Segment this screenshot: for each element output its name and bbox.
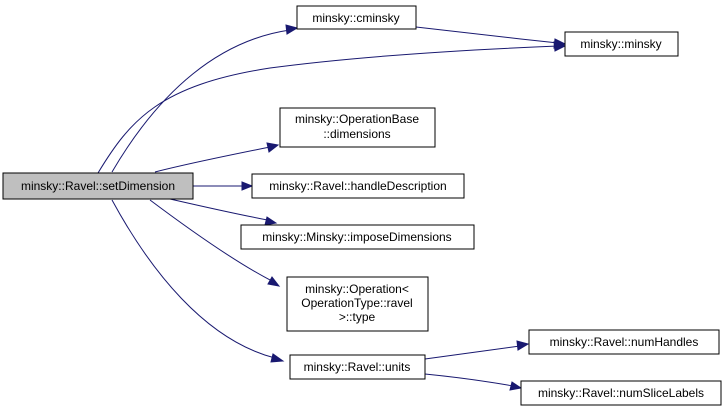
- node-opbase-dimensions[interactable]: minsky::OperationBase ::dimensions: [279, 107, 436, 148]
- node-units[interactable]: minsky::Ravel::units: [289, 354, 426, 380]
- node-units-label: minsky::Ravel::units: [304, 360, 411, 374]
- node-cminsky[interactable]: minsky::cminsky: [296, 5, 417, 30]
- node-handle-description-label: minsky::Ravel::handleDescription: [269, 179, 446, 193]
- node-num-handles-label: minsky::Ravel::numHandles: [550, 335, 699, 349]
- node-operation-type-line2: OperationType::ravel: [301, 296, 412, 310]
- edge-root-to-minsky: [97, 41, 567, 174]
- node-cminsky-label: minsky::cminsky: [312, 11, 399, 25]
- edge-root-to-handle-description: [193, 181, 254, 191]
- edge-units-to-num-slice-labels: [424, 373, 523, 391]
- node-impose-dimensions[interactable]: minsky::Minsky::imposeDimensions: [240, 224, 475, 250]
- edge-root-to-units: [111, 199, 285, 363]
- node-operation-type-line1: minsky::Operation<: [305, 282, 409, 296]
- node-set-dimension[interactable]: minsky::Ravel::setDimension: [2, 172, 194, 200]
- edge-cminsky-to-minsky: [415, 26, 567, 49]
- edge-root-to-impose-dimensions: [169, 198, 278, 226]
- node-handle-description[interactable]: minsky::Ravel::handleDescription: [251, 173, 465, 199]
- edge-root-to-cminsky: [111, 24, 299, 173]
- edge-root-to-opbase-dimensions: [154, 142, 280, 173]
- node-minsky[interactable]: minsky::minsky: [564, 31, 679, 57]
- node-operation-type-line3: >::type: [339, 310, 376, 324]
- node-opbase-dimensions-line2: ::dimensions: [323, 127, 390, 141]
- node-num-handles[interactable]: minsky::Ravel::numHandles: [528, 329, 720, 355]
- node-minsky-label: minsky::minsky: [580, 37, 661, 51]
- node-opbase-dimensions-line1: minsky::OperationBase: [295, 112, 419, 126]
- edge-units-to-num-handles: [424, 340, 530, 360]
- node-operation-type[interactable]: minsky::Operation< OperationType::ravel …: [286, 276, 429, 332]
- edge-root-to-operation-type: [149, 199, 281, 287]
- node-set-dimension-label: minsky::Ravel::setDimension: [21, 179, 175, 193]
- node-num-slice-labels-label: minsky::Ravel::numSliceLabels: [538, 386, 704, 400]
- node-impose-dimensions-label: minsky::Minsky::imposeDimensions: [262, 230, 451, 244]
- node-num-slice-labels[interactable]: minsky::Ravel::numSliceLabels: [520, 380, 722, 406]
